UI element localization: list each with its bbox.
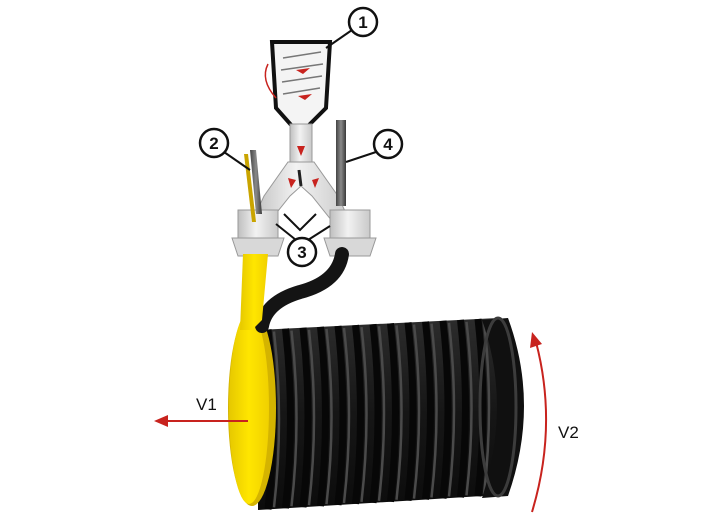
pipe-rib-groove [369,323,382,504]
pipe-rib-highlight [342,327,351,504]
feed-screw-left [244,150,262,222]
pipe-rib-highlight [290,330,298,507]
pipe-rib-groove [334,325,347,506]
pipe-rib-highlight [377,326,386,501]
svg-text:1: 1 [358,13,367,32]
pipe-rib-highlight [325,328,333,505]
extruder-head [231,40,377,257]
callout-1: 1 [325,6,379,49]
velocity-arrow-v1 [154,415,248,427]
yellow-end-disc [228,310,276,506]
pipe-rib-groove [474,318,487,497]
label-v1: V1 [196,395,217,414]
pipe-rib-groove [352,324,364,505]
pipe-rib-highlight [395,325,403,500]
pipe-rib-highlight [360,326,368,503]
pipe-rib-highlight [447,322,456,497]
pipe-rib-highlight [430,323,438,498]
pipe-rib-groove [387,322,399,503]
pipe-rib-highlight [412,324,421,499]
yellow-stream [240,254,268,330]
pipe-rib-groove [299,327,312,508]
svg-text:2: 2 [209,134,218,153]
callout-3: 3 [275,223,331,268]
corrugated-pipe [258,316,524,510]
pipe-rib-groove [439,320,452,499]
callout-2: 2 [198,127,251,171]
pipe-ribs [264,318,491,510]
pipe-rib-highlight [465,321,473,496]
pipe-rib-highlight [307,329,316,506]
velocity-arrow-v2 [530,332,548,513]
pipe-rib-groove [457,319,469,498]
pipe-rib-groove [317,326,329,507]
black-stream [255,247,349,333]
heating-rod [336,120,346,206]
svg-text:4: 4 [383,135,393,154]
pipe-rib-groove [404,322,417,502]
callout-4: 4 [345,128,404,163]
label-v2: V2 [558,423,579,442]
pipe-rib-highlight [272,331,281,508]
pipe-rib-groove [282,328,294,509]
pipe-rib-groove [422,321,434,500]
flow-arrows [288,68,319,188]
svg-text:3: 3 [297,243,306,262]
